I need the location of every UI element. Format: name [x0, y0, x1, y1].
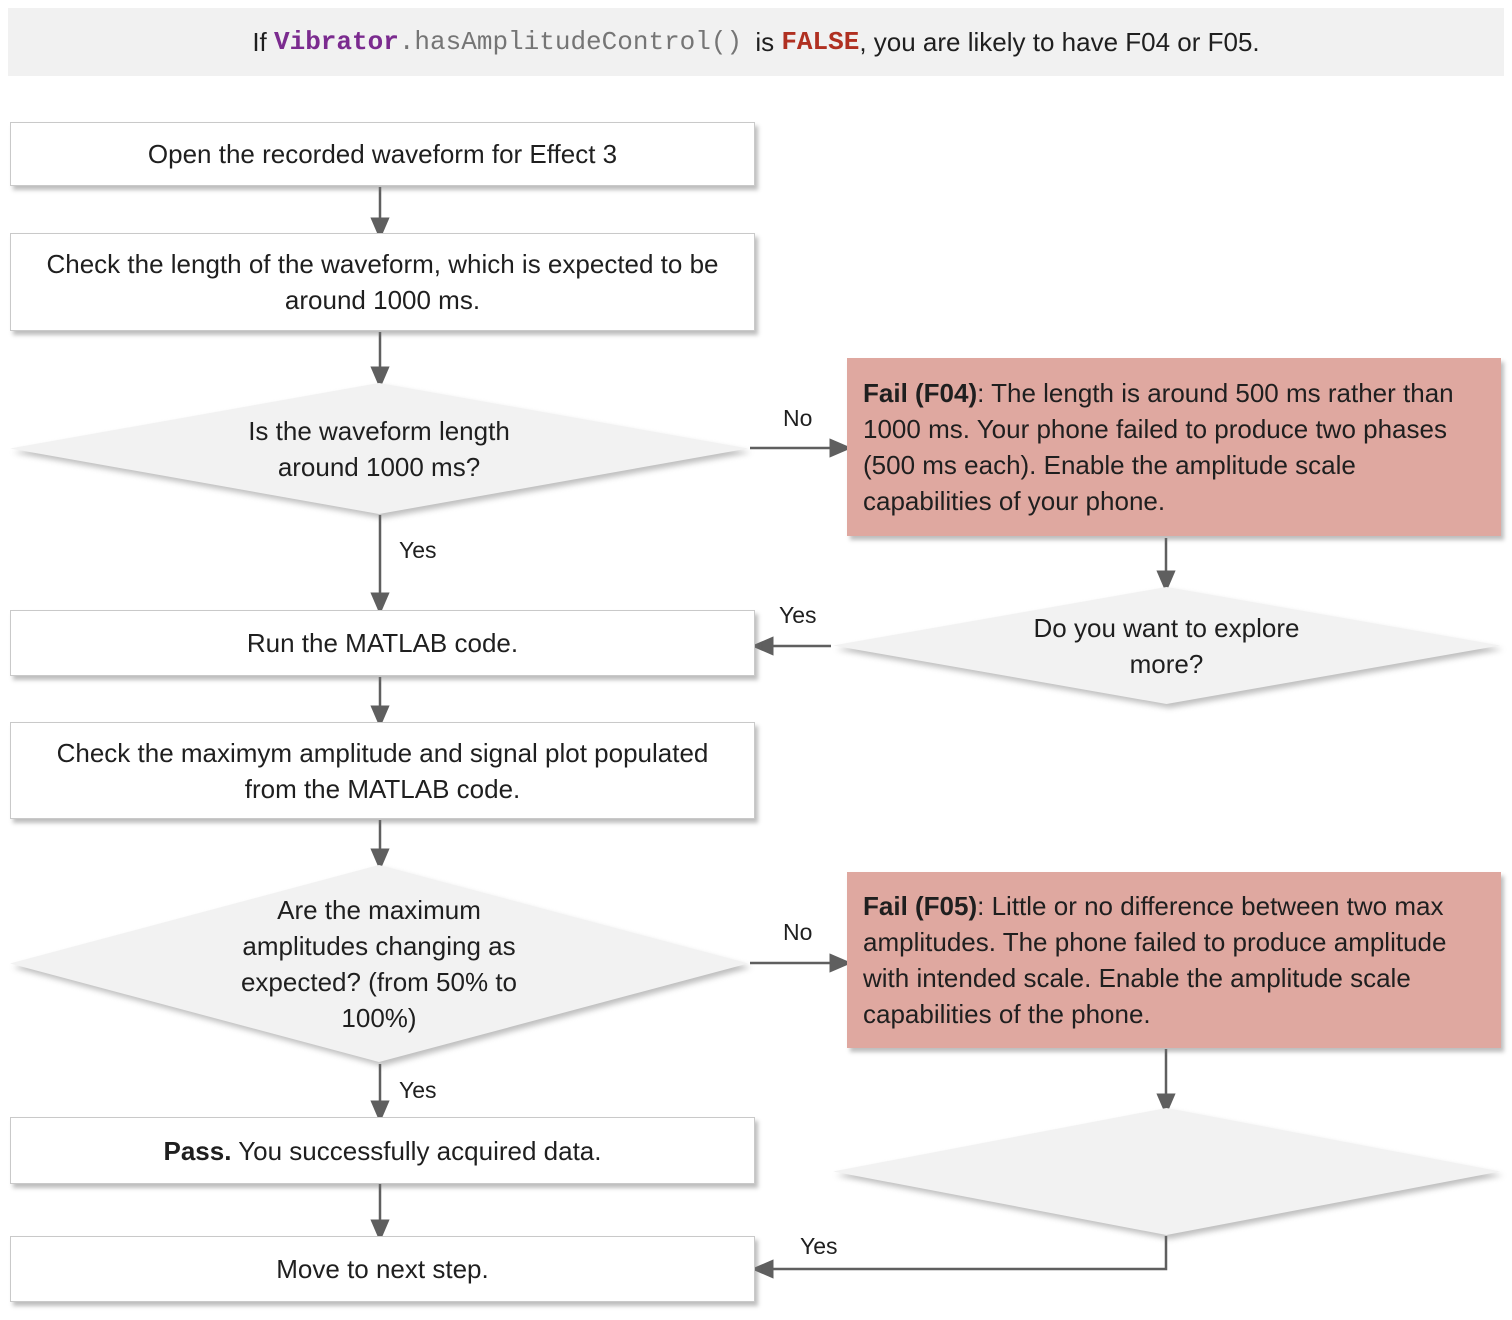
node-check-length-label: Check the length of the waveform, which …	[46, 249, 719, 315]
fail-f04-body: : The length is around 500 ms rather tha…	[863, 378, 1454, 516]
fail-f05-box: Fail (F05): Little or no difference betw…	[847, 872, 1501, 1048]
decision-explore-more-1-label: Do you want to explore more?	[1033, 612, 1300, 679]
decision-amplitudes: Are the maximum amplitudes changing as e…	[10, 865, 748, 1062]
node-pass-label: Pass. You successfully acquired data.	[164, 1133, 602, 1169]
edge-label-yes-explore-2: Yes	[800, 1233, 838, 1259]
decision-explore-more-2	[833, 1108, 1500, 1235]
node-open-waveform-label: Open the recorded waveform for Effect 3	[147, 139, 618, 169]
fail-f04-text: Fail (F04): The length is around 500 ms …	[863, 375, 1487, 519]
edge-label-yes-1: Yes	[399, 537, 437, 563]
node-check-length: Check the length of the waveform, which …	[10, 233, 755, 331]
node-check-amplitude-label: Check the maximym amplitude and signal p…	[56, 737, 709, 804]
decision-waveform-length-label: Is the waveform length around 1000 ms?	[248, 415, 510, 482]
banner-code-false: FALSE	[781, 27, 860, 57]
decision-waveform-length: Is the waveform length around 1000 ms?	[10, 383, 748, 514]
edge-label-yes-2: Yes	[399, 1077, 437, 1103]
node-run-matlab-label: Run the MATLAB code.	[246, 628, 519, 658]
fail-f05-text: Fail (F05): Little or no difference betw…	[863, 888, 1487, 1032]
node-run-matlab: Run the MATLAB code.	[10, 610, 755, 676]
edge-label-no-1: No	[783, 405, 813, 431]
fail-f05-body: : Little or no difference between two ma…	[863, 891, 1447, 1029]
node-pass: Pass. You successfully acquired data.	[10, 1117, 755, 1184]
node-open-waveform: Open the recorded waveform for Effect 3	[10, 122, 755, 186]
decision-amplitudes-label: Are the maximum amplitudes changing as e…	[240, 894, 518, 1033]
node-check-amplitude: Check the maximym amplitude and signal p…	[10, 722, 755, 819]
node-move-next-label: Move to next step.	[276, 1254, 489, 1284]
fail-f04-title: Fail (F04)	[863, 378, 978, 408]
banner-text-if: If	[252, 26, 274, 57]
banner-text-rest: , you are likely to have F04 or F05.	[859, 26, 1260, 57]
fail-f05-title: Fail (F05)	[863, 891, 978, 921]
decision-explore-more-1: Do you want to explore more?	[833, 587, 1500, 704]
edge-label-yes-explore-1: Yes	[779, 602, 817, 628]
banner-text-is: is	[748, 26, 782, 57]
node-move-next: Move to next step.	[10, 1236, 755, 1302]
banner: If Vibrator.hasAmplitudeControl() is FAL…	[8, 8, 1504, 76]
banner-code-class: Vibrator	[274, 27, 399, 57]
edge-label-no-2: No	[783, 919, 813, 945]
node-pass-title: Pass.	[163, 1135, 232, 1166]
node-pass-body: You successfully acquired data.	[231, 1135, 602, 1166]
banner-code-method: .hasAmplitudeControl()	[398, 27, 743, 57]
fail-f04-box: Fail (F04): The length is around 500 ms …	[847, 358, 1501, 536]
